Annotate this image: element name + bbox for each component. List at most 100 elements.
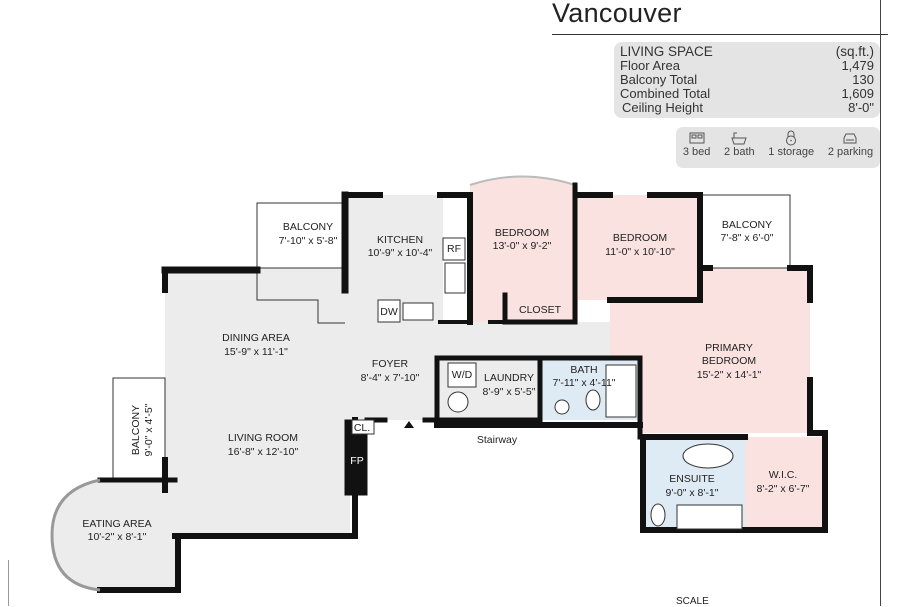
dishwasher-label: DW [380, 306, 398, 318]
room-name: ENSUITE [669, 473, 715, 485]
bath-sink [554, 399, 570, 415]
floor-area-row: Floor Area 1,479 [620, 59, 874, 73]
room-dims: 15'-2" x 14'-1" [697, 369, 762, 381]
washer-dryer-label: W/D [452, 369, 473, 381]
coat-closet [351, 419, 375, 435]
balcony-kitchen-outline [256, 202, 346, 269]
room-dims: 16'-8" x 12'-10" [228, 446, 299, 458]
room-name: BEDROOM [613, 232, 667, 244]
address-title: Vancouver [552, 0, 682, 28]
feature-storage: 1 storage [768, 127, 814, 168]
row-value: 1,479 [841, 58, 874, 73]
room-name: KITCHEN [377, 234, 423, 246]
hallway [345, 322, 640, 358]
row-value: 130 [852, 72, 874, 87]
balcony-bump [256, 268, 345, 324]
room-name: BATH [570, 364, 597, 376]
room-dims: 7'-10" x 5'-8" [279, 235, 338, 247]
car-icon [843, 133, 857, 144]
feature-label: 3 bed [682, 146, 711, 158]
room-name: DINING AREA [222, 332, 290, 344]
row-value: 8'-0" [848, 100, 874, 115]
room-name: BEDROOM [702, 355, 756, 367]
entry-arrow-icon [404, 421, 414, 428]
washer-dryer [447, 362, 477, 388]
dishwasher [377, 299, 401, 323]
bathtub-icon [731, 132, 748, 145]
features-panel: 3 bed 2 bath 1 storage 2 parking [676, 127, 880, 168]
ensuite-toilet [650, 503, 666, 527]
room-dims: 8'-4" x 7'-10" [361, 372, 420, 384]
room-dims: 11'-0" x 10'-10" [605, 246, 675, 258]
fixtures [351, 237, 743, 530]
frame-border [880, 0, 881, 606]
foyer-area [345, 358, 440, 420]
row-label: Balcony Total [620, 72, 698, 87]
living-space-panel: LIVING SPACE (sq.ft.) Floor Area 1,479 Bal… [614, 42, 880, 118]
room-dims: 9'-0" x 8'-1" [666, 487, 719, 499]
fireplace-label: FP [350, 455, 363, 467]
room-name: FOYER [372, 358, 409, 370]
fixture-labels: CLOSET RF DW W/D CL. FP Stairway [350, 243, 561, 467]
balcony-total-row: Balcony Total 130 [620, 73, 874, 87]
primary-entry [610, 300, 640, 358]
feature-bed: 3 bed [682, 127, 711, 168]
room-name: BALCONY [722, 219, 772, 231]
row-label: Combined Total [620, 86, 711, 101]
cooktop [444, 262, 466, 294]
room-dims: 10'-9" x 10'-4" [368, 247, 433, 259]
balcony-primary-outline [699, 194, 791, 269]
bath-toilet [585, 389, 601, 411]
refrigerator-label: RF [447, 243, 461, 255]
primary-bedroom-area [640, 268, 810, 433]
frame-border-left [8, 560, 9, 606]
closet-label: CLOSET [519, 304, 562, 316]
room-dims: 7'-8" x 6'-0" [721, 232, 774, 244]
room-name: BEDROOM [495, 227, 549, 239]
room-dims: 13'-0" x 9'-2" [493, 240, 552, 252]
bed-icon [689, 132, 705, 144]
balcony-outlines [112, 194, 791, 483]
room-dims: 8'-2" x 6'-7" [757, 483, 810, 495]
dining-living-area [165, 268, 350, 536]
room-dims: 7'-11" x 4'-11" [552, 377, 615, 389]
sink [402, 302, 434, 321]
room-name: EATING AREA [82, 518, 151, 530]
room-name: LIVING ROOM [228, 432, 298, 444]
room-dims: 10'-2" x 8'-1" [88, 531, 147, 543]
row-label: Floor Area [620, 58, 680, 73]
room-dims: 9'-0" x 4'-5" [143, 403, 155, 456]
bay-window [469, 175, 576, 186]
title-divider [552, 34, 888, 35]
room-dims: 15'-9" x 11'-1" [224, 346, 288, 358]
row-value: 1,609 [841, 86, 874, 101]
lock-icon [786, 130, 797, 146]
closet-short-label: CL. [354, 422, 370, 434]
eating-area [52, 480, 178, 590]
feature-label: 2 bath [724, 146, 755, 158]
bathtub [605, 364, 637, 418]
laundry-sink [447, 391, 469, 413]
unit-label: (sq.ft.) [835, 44, 874, 59]
room-name: W.I.C. [769, 469, 798, 481]
room-name: PRIMARY [705, 342, 753, 354]
bedroom-1-area [470, 185, 578, 322]
living-space-heading: LIVING SPACE [620, 44, 713, 59]
feature-parking: 2 parking [828, 127, 873, 168]
scale-label: SCALE [676, 596, 709, 607]
vanity [676, 504, 743, 530]
balcony-living-outline [112, 377, 166, 483]
feature-label: 1 storage [768, 146, 815, 158]
feature-bath: 2 bath [724, 127, 755, 168]
room-name: BALCONY [283, 221, 333, 233]
room-labels: BALCONY 7'-10" x 5'-8" KITCHEN 10'-9" x … [82, 219, 809, 543]
room-name: LAUNDRY [484, 372, 534, 384]
refrigerator [442, 237, 466, 261]
soaker-tub [682, 443, 734, 469]
stairway-label: Stairway [477, 434, 518, 446]
room-dims: 8'-9" x 5'-5" [483, 386, 536, 398]
room-name: BALCONY [130, 405, 142, 455]
combined-total-row: Combined Total 1,609 [620, 87, 874, 101]
